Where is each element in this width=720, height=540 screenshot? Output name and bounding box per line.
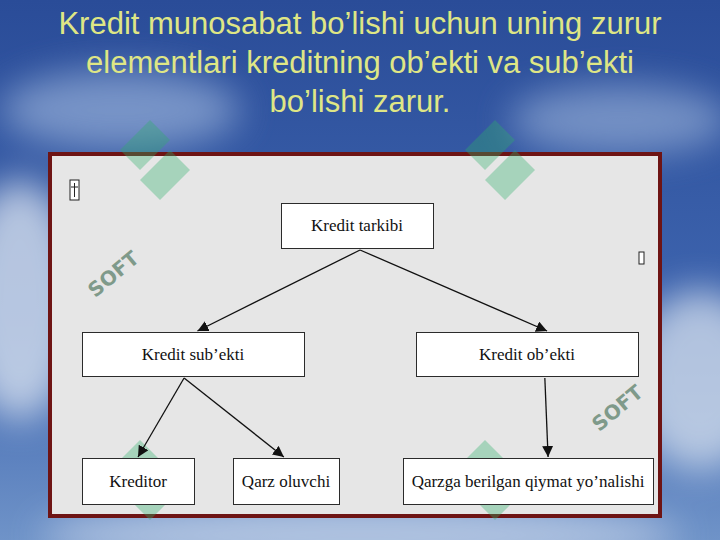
- box-label: Kredit ob’ekti: [479, 345, 575, 365]
- box-label: Kredit tarkibi: [311, 216, 403, 236]
- watermark: SOFT: [83, 246, 143, 302]
- diagram-panel: [50, 154, 660, 516]
- box-label: Kreditor: [109, 472, 167, 492]
- clouds: [0, 70, 720, 540]
- process-box: Kredit ob’ekti: [416, 332, 639, 377]
- process-box: Qarzga berilgan qiymat yo’nalishi: [403, 458, 654, 505]
- box-label: Qarz oluvchi: [242, 472, 330, 492]
- slide-title: Kredit munosabat bo’lishi uchun uning zu…: [40, 4, 680, 121]
- process-box: Qarz oluvchi: [233, 458, 340, 505]
- box-label: Kredit sub’ekti: [142, 345, 244, 365]
- connector-arrow: [184, 378, 284, 457]
- connector-arrow: [545, 378, 548, 457]
- connector-arrow: [138, 378, 184, 457]
- process-box: Kredit sub’ekti: [82, 332, 305, 377]
- box-label: Qarzga berilgan qiymat yo’nalishi: [412, 472, 645, 492]
- watermark: SOFT: [587, 380, 647, 436]
- connector-arrow: [197, 250, 360, 331]
- process-box: Kredit tarkibi: [281, 203, 434, 249]
- process-box: Kreditor: [82, 458, 195, 505]
- connector-arrow: [360, 250, 547, 331]
